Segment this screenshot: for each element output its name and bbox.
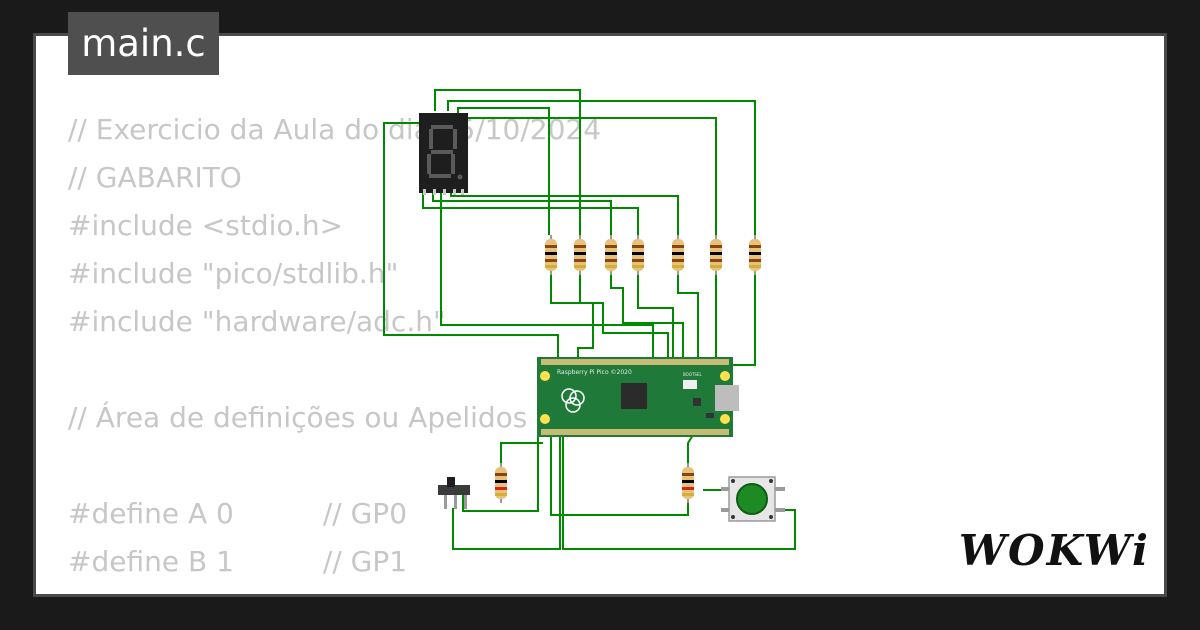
raspberry-logo-icon	[561, 388, 585, 413]
preview-card: // Exercicio da Aula do dia 05/10/2024//…	[33, 33, 1167, 597]
seven-segment-display	[419, 113, 468, 195]
resistor	[495, 463, 507, 503]
resistor	[710, 235, 722, 275]
resistor	[632, 235, 644, 275]
usb-port	[715, 385, 739, 411]
code-line: #include "hardware/adc.h"	[68, 305, 446, 338]
slide-switch	[438, 477, 470, 509]
rp2040-chip	[621, 383, 647, 409]
resistor	[574, 235, 586, 275]
resistor	[672, 235, 684, 275]
code-line: #include "pico/stdlib.h"	[68, 257, 399, 290]
board-label: Raspberry Pi Pico ©2020	[557, 369, 632, 376]
bootsel-label: BOOTSEL	[683, 372, 702, 377]
resistor	[605, 235, 617, 275]
pico-board: Raspberry Pi Pico ©2020 BOOTSEL	[537, 357, 739, 437]
resistor	[749, 235, 761, 275]
code-line: #define C 2 // GP2	[68, 586, 670, 594]
code-line: // GABARITO	[68, 161, 242, 194]
resistor	[682, 463, 694, 503]
code-line: #include <stdio.h>	[68, 209, 344, 242]
file-tab[interactable]: main.c	[68, 12, 219, 75]
wokwi-logo: WOKWi	[958, 526, 1150, 575]
code-line: #define B 1 // GP1	[68, 545, 408, 578]
resistor	[545, 235, 557, 275]
resistor-row	[545, 235, 761, 275]
code-line: #define A 0 // GP0	[68, 497, 408, 530]
push-button	[721, 476, 785, 522]
circuit-diagram: Raspberry Pi Pico ©2020 BOOTSEL	[383, 89, 796, 550]
